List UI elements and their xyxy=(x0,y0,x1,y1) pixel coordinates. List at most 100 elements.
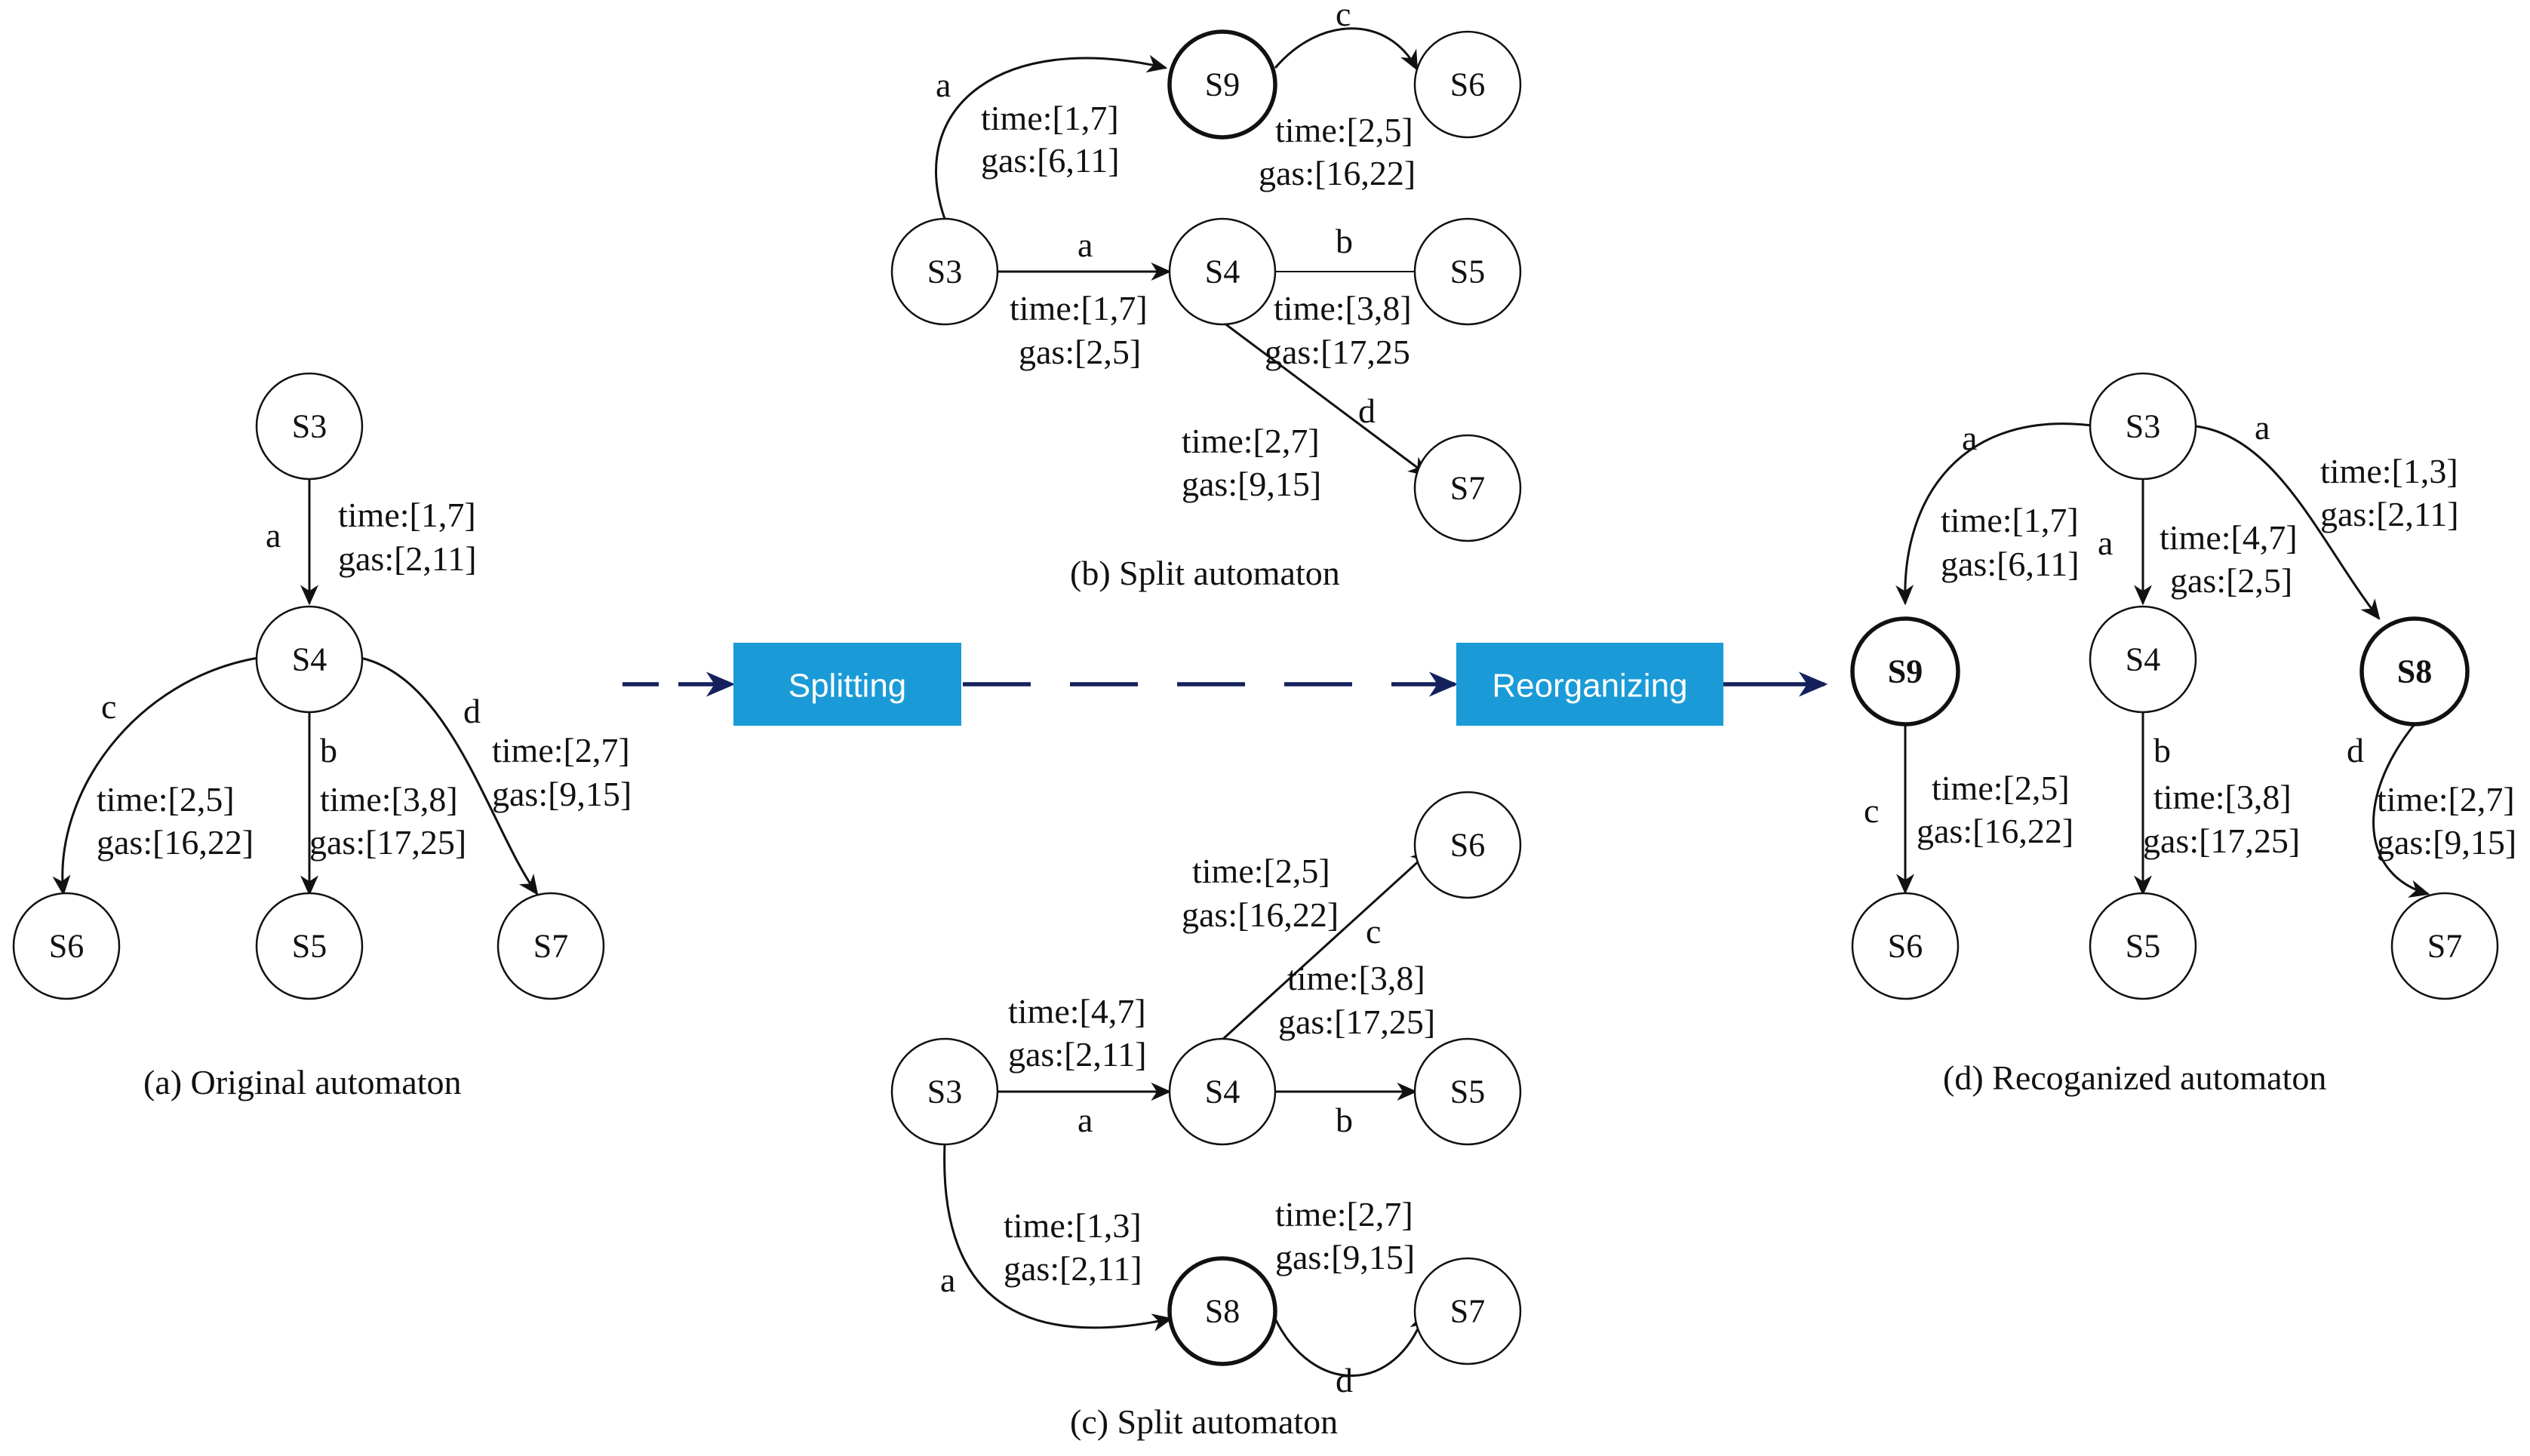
edge-c-time: time:[2,5] xyxy=(1275,111,1413,149)
edge-c-gas: gas:[16,22] xyxy=(97,823,254,862)
edge-b-time: time:[3,8] xyxy=(1274,289,1412,327)
state-s6 xyxy=(12,892,121,1000)
state-s7 xyxy=(1413,434,1522,542)
state-s3 xyxy=(2089,372,2197,481)
edge-b-gas: gas:[17,25] xyxy=(2143,822,2300,860)
state-s8-label: S8 xyxy=(1205,1293,1240,1330)
edge-d-symbol: d xyxy=(1336,1361,1353,1399)
edge-a1-symbol: a xyxy=(1077,1101,1093,1139)
edge-a8-gas: gas:[2,11] xyxy=(2320,495,2459,533)
state-s4 xyxy=(1168,217,1277,326)
state-s4-label: S4 xyxy=(2126,641,2160,678)
state-s6-label: S6 xyxy=(1450,827,1485,864)
state-s5-label: S5 xyxy=(1450,253,1485,290)
edge-a2-gas: gas:[2,11] xyxy=(1004,1249,1142,1288)
edge-c-s4-s6 xyxy=(1221,849,1431,1041)
edge-d-time: time:[2,7] xyxy=(1275,1195,1413,1233)
edge-d-symbol: d xyxy=(1358,392,1376,430)
state-s4 xyxy=(255,605,364,714)
edge-a2-symbol: a xyxy=(1077,226,1093,264)
edge-b-symbol: b xyxy=(2153,731,2171,769)
edge-d-time: time:[2,7] xyxy=(492,731,630,769)
edge-b-gas: gas:[17,25] xyxy=(309,823,466,862)
state-s5 xyxy=(1413,217,1522,326)
panel-d-reorganized-automaton: S3 S9 S4 S8 S6 S5 S7 a time:[1,7] gas:[6… xyxy=(1850,372,2516,1097)
edge-c-symbol: c xyxy=(1864,791,1879,830)
edge-d-gas: gas:[9,15] xyxy=(2377,823,2516,862)
edge-a4-symbol: a xyxy=(2098,524,2113,562)
edge-c-time: time:[2,5] xyxy=(1192,852,1330,890)
edge-a-symbol: a xyxy=(266,516,281,554)
edge-a-s3-s9 xyxy=(1895,422,2098,606)
edge-d-gas: gas:[9,15] xyxy=(1275,1238,1415,1276)
state-s7-label: S7 xyxy=(2427,928,2462,965)
edge-d-gas: gas:[9,15] xyxy=(1182,465,1321,503)
state-s9 xyxy=(1167,29,1277,140)
edge-c-time: time:[2,5] xyxy=(1932,769,2070,807)
edge-d-gas: gas:[9,15] xyxy=(492,775,632,813)
state-s5 xyxy=(1413,1037,1522,1146)
edge-b-time: time:[3,8] xyxy=(1287,959,1425,997)
edge-a-s3-s8 xyxy=(2195,425,2381,620)
edge-a1-time: time:[1,7] xyxy=(981,99,1119,137)
state-s4-label: S4 xyxy=(292,641,327,678)
edge-a9-time: time:[1,7] xyxy=(1941,501,2079,539)
edge-d-time: time:[2,7] xyxy=(1182,422,1320,460)
edge-a2-time: time:[1,7] xyxy=(1010,289,1148,327)
splitting-step-label: Splitting xyxy=(789,668,907,705)
edge-b-time: time:[3,8] xyxy=(2153,778,2292,816)
edge-c-gas: gas:[16,22] xyxy=(1182,895,1339,934)
edge-c-gas: gas:[16,22] xyxy=(1917,812,2073,850)
edge-b-symbol: b xyxy=(1336,222,1353,260)
state-s6 xyxy=(1851,892,1960,1000)
edge-a-gas: gas:[2,11] xyxy=(338,539,477,578)
caption-c: (c) Split automaton xyxy=(1070,1402,1338,1441)
state-s3-label: S3 xyxy=(927,253,962,290)
edge-c-time: time:[2,5] xyxy=(97,780,235,819)
edge-d-symbol: d xyxy=(2347,731,2364,769)
edge-a8-symbol: a xyxy=(2255,408,2270,447)
state-s9-label: S9 xyxy=(1205,66,1240,103)
edge-a2-symbol: a xyxy=(940,1261,955,1299)
edge-d-symbol: d xyxy=(463,692,481,730)
state-s7 xyxy=(1413,1257,1522,1365)
edge-c-symbol: c xyxy=(1336,0,1351,33)
state-s6-label: S6 xyxy=(1888,928,1923,965)
state-s3-label: S3 xyxy=(2126,408,2160,445)
edge-a4-time: time:[4,7] xyxy=(2160,518,2298,557)
state-s5-label: S5 xyxy=(1450,1074,1485,1110)
edge-a2-time: time:[1,3] xyxy=(1004,1206,1142,1245)
state-s7 xyxy=(496,892,605,1000)
state-s7-label: S7 xyxy=(533,928,568,965)
edge-b-symbol: b xyxy=(320,731,337,769)
state-s9 xyxy=(1850,616,1960,726)
edge-a1-gas: gas:[2,11] xyxy=(1008,1035,1147,1074)
state-s6-label: S6 xyxy=(49,928,84,965)
edge-a9-symbol: a xyxy=(1962,419,1977,457)
state-s8-label: S8 xyxy=(2397,653,2432,690)
state-s5-label: S5 xyxy=(2126,928,2160,965)
state-s4 xyxy=(2089,605,2197,714)
edge-a8-time: time:[1,3] xyxy=(2320,452,2458,490)
state-s8 xyxy=(1167,1256,1277,1366)
edge-a1-gas: gas:[6,11] xyxy=(981,141,1120,180)
state-s3 xyxy=(890,217,999,326)
state-s3-label: S3 xyxy=(292,408,327,445)
state-s5 xyxy=(255,892,364,1000)
state-s7-label: S7 xyxy=(1450,470,1485,507)
reorganizing-step-box xyxy=(1456,643,1723,726)
edge-a4-gas: gas:[2,5] xyxy=(2170,561,2292,600)
state-s5-label: S5 xyxy=(292,928,327,965)
state-s3 xyxy=(255,372,364,481)
edge-a1-time: time:[4,7] xyxy=(1008,992,1146,1031)
state-s4-label: S4 xyxy=(1205,253,1240,290)
edge-b-gas: gas:[17,25] xyxy=(1278,1003,1435,1041)
edge-c-s4-s6 xyxy=(52,656,259,896)
edge-b-time: time:[3,8] xyxy=(320,780,458,819)
edge-d-time: time:[2,7] xyxy=(2377,780,2515,819)
edge-b-symbol: b xyxy=(1336,1101,1353,1139)
panel-c-split-automaton: S6 S3 S4 S5 S8 S7 time:[2,5] gas:[16,22]… xyxy=(890,791,1522,1441)
edge-d-s8-s7 xyxy=(2372,723,2430,898)
